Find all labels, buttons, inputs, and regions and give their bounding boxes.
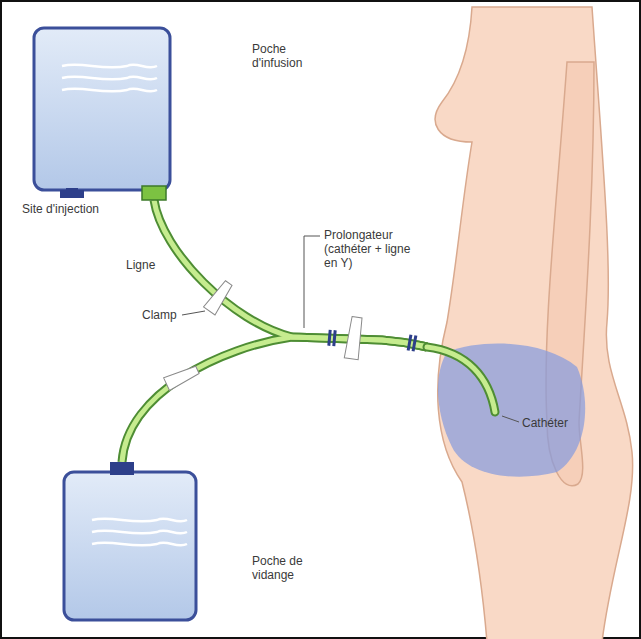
peritoneal-cavity: Cathéter bbox=[427, 332, 592, 482]
leader-line bbox=[182, 311, 205, 315]
connector-band bbox=[327, 330, 336, 347]
torso-silhouette bbox=[435, 7, 632, 639]
infusion-bag-shape bbox=[32, 26, 332, 200]
part-label: Prolongateur (cathéter + ligne en Y) bbox=[324, 228, 414, 270]
drain-bag: Poche de vidange bbox=[62, 462, 322, 624]
connector-band bbox=[407, 334, 418, 351]
node-title: Cathéter bbox=[522, 416, 582, 430]
node-title: Poche d'infusion bbox=[252, 42, 332, 70]
part-label: Site d'injection bbox=[22, 202, 102, 216]
part-label: Ligne bbox=[126, 258, 166, 272]
clamp-symbol bbox=[164, 363, 201, 390]
tube-line bbox=[122, 337, 427, 462]
infusion-bag: Poche d'infusion bbox=[32, 26, 332, 200]
part-label: Clamp bbox=[142, 308, 182, 322]
clamp-symbol bbox=[344, 316, 364, 360]
clamp-symbol bbox=[204, 279, 235, 315]
leader-line bbox=[304, 236, 320, 328]
tube-inner bbox=[122, 337, 427, 462]
peritoneal-cavity-shape bbox=[427, 332, 592, 482]
tube-line bbox=[154, 200, 427, 347]
node-title: Poche de vidange bbox=[252, 554, 332, 582]
drain-bag-shape bbox=[62, 462, 322, 624]
tube-inner bbox=[154, 200, 427, 347]
